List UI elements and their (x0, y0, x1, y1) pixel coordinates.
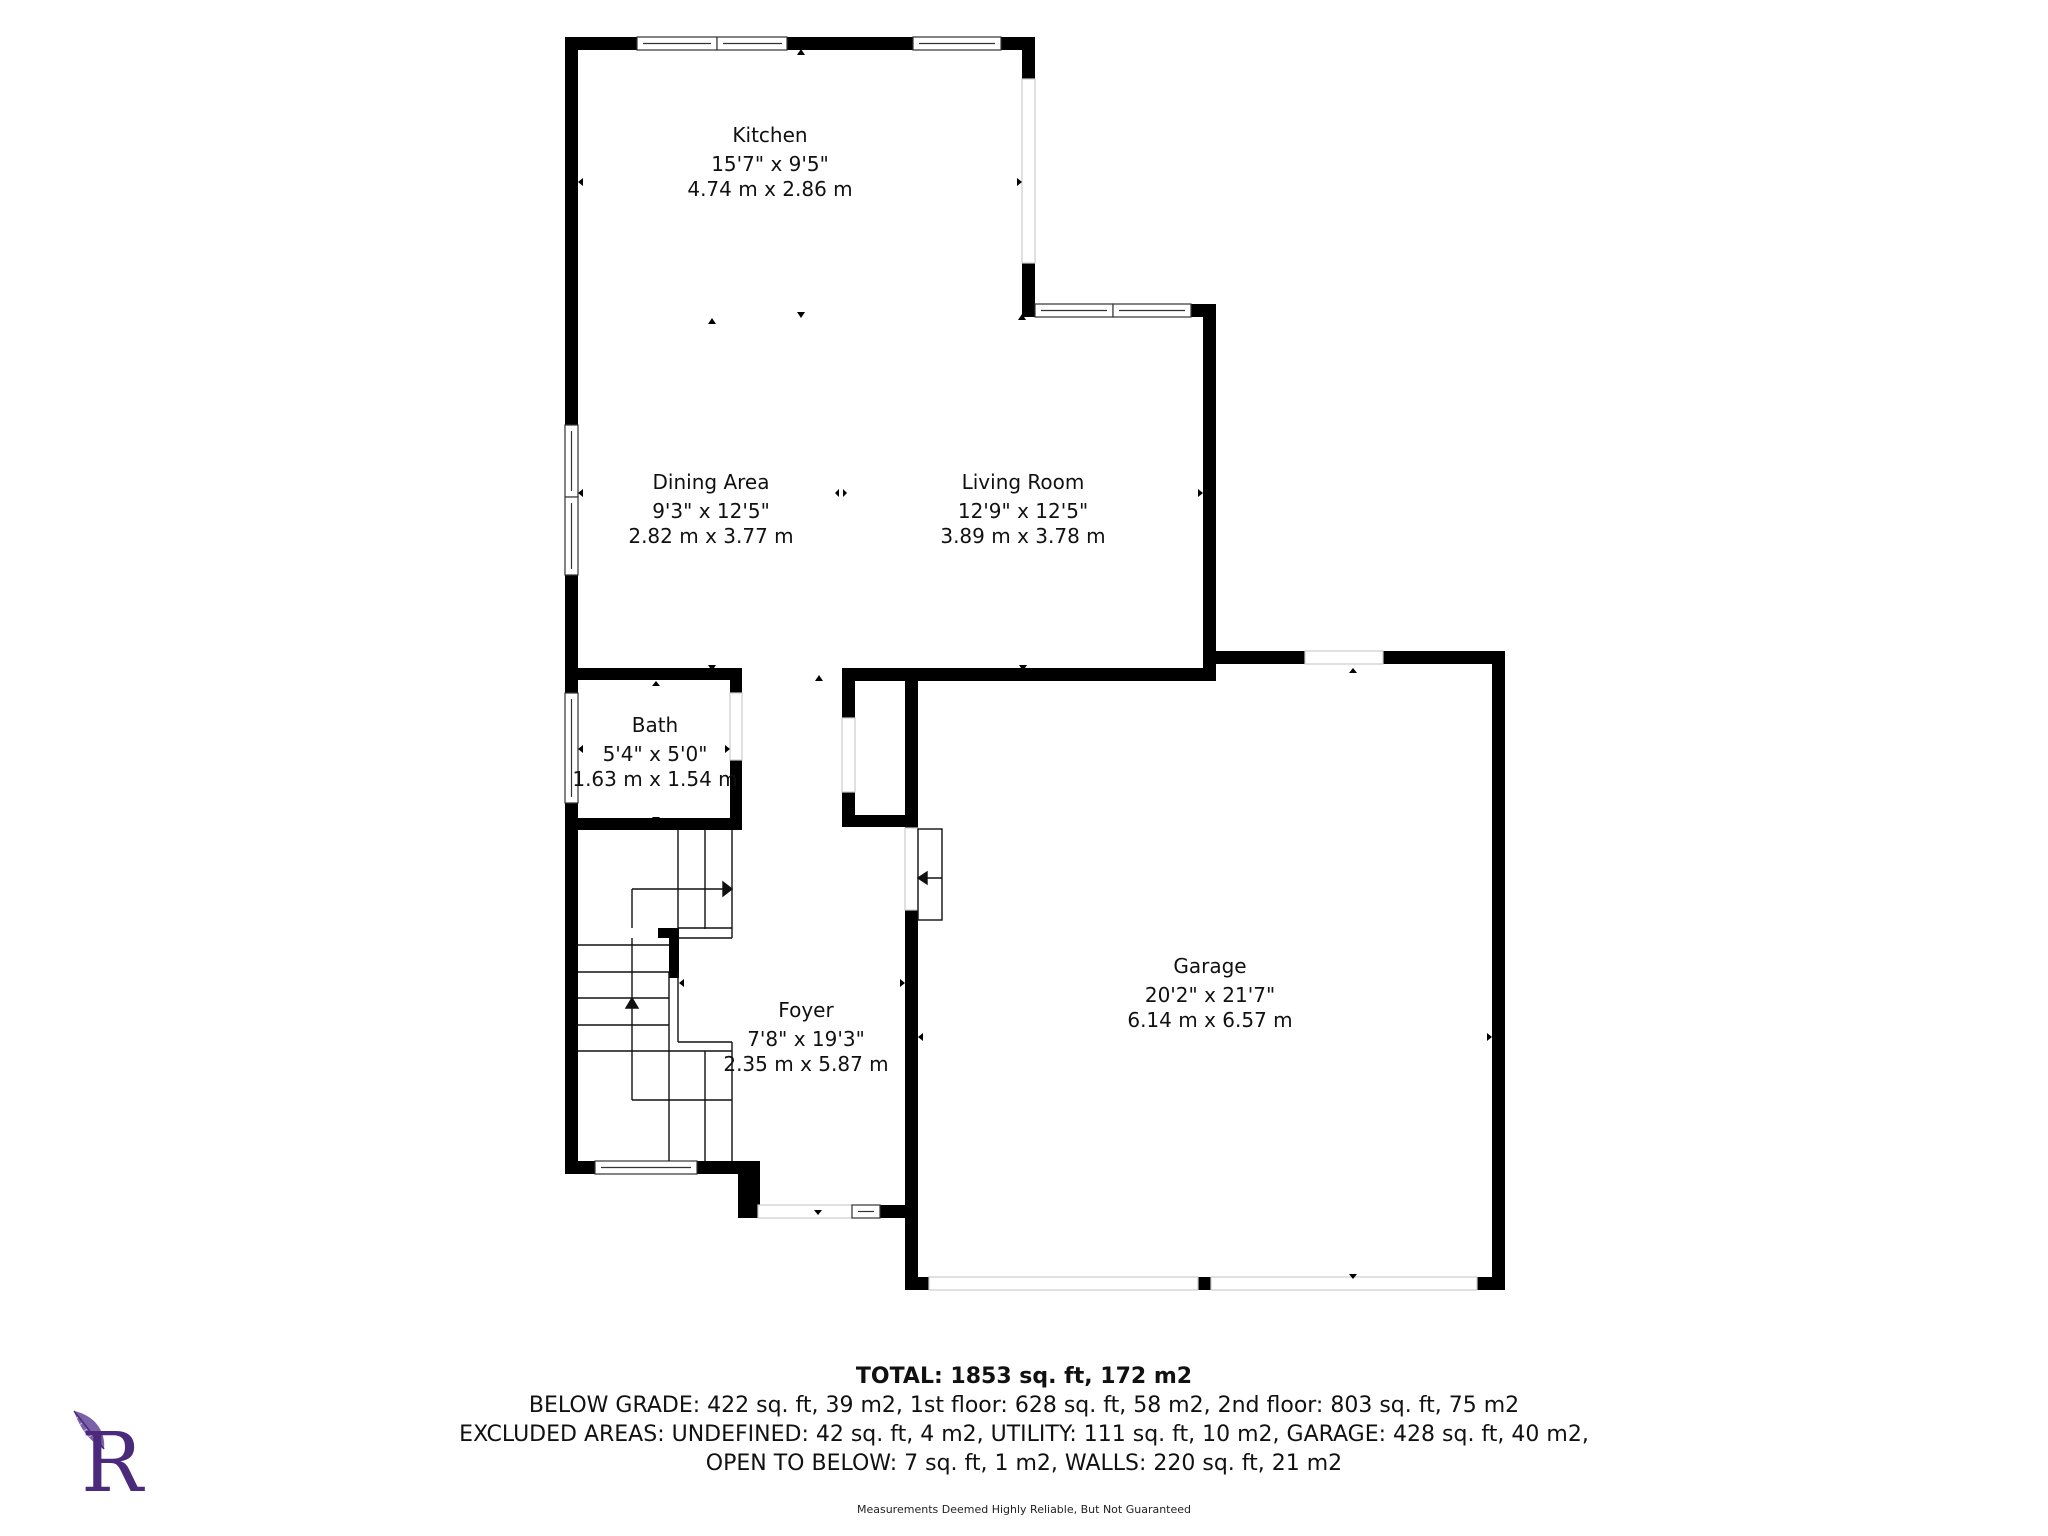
room-label-kitchen: Kitchen 15'7" x 9'5" 4.74 m x 2.86 m (687, 123, 852, 202)
room-dim-imperial: 15'7" x 9'5" (711, 152, 829, 176)
room-name: Kitchen (732, 123, 808, 147)
excluded-areas: EXCLUDED AREAS: UNDEFINED: 42 sq. ft, 4 … (459, 1422, 1589, 1447)
windows (564, 36, 1478, 1291)
room-dim-metric: 2.35 m x 5.87 m (723, 1052, 889, 1076)
room-label-garage: Garage 20'2" x 21'7" 6.14 m x 6.57 m (1127, 954, 1292, 1033)
room-label-foyer: Foyer 7'8" x 19'3" 2.35 m x 5.87 m (723, 998, 888, 1077)
room-dim-imperial: 9'3" x 12'5" (652, 499, 770, 523)
feather-icon (71, 1410, 105, 1450)
room-dim-metric: 1.63 m x 1.54 m (572, 767, 738, 791)
brand-logo: R (71, 1410, 145, 1501)
room-name: Dining Area (652, 470, 770, 494)
area-summary: TOTAL: 1853 sq. ft, 172 m2 BELOW GRADE: … (0, 1362, 2048, 1478)
room-label-bath: Bath 5'4" x 5'0" 1.63 m x 1.54 m (572, 713, 737, 792)
floor-breakdown: BELOW GRADE: 422 sq. ft, 39 m2, 1st floo… (528, 1393, 1520, 1418)
room-dim-metric: 6.14 m x 6.57 m (1127, 1008, 1293, 1032)
room-label-dining: Dining Area 9'3" x 12'5" 2.82 m x 3.77 m (628, 470, 793, 549)
room-dim-imperial: 20'2" x 21'7" (1144, 983, 1276, 1007)
room-name: Foyer (778, 998, 834, 1022)
room-dim-metric: 4.74 m x 2.86 m (687, 177, 853, 201)
room-dim-imperial: 7'8" x 19'3" (747, 1027, 865, 1051)
room-dim-imperial: 12'9" x 12'5" (957, 499, 1089, 523)
room-name: Garage (1173, 954, 1247, 978)
room-dim-metric: 2.82 m x 3.77 m (628, 524, 794, 548)
dimension-markers (578, 49, 1492, 1279)
stairs (578, 828, 943, 1161)
room-dim-metric: 3.89 m x 3.78 m (940, 524, 1106, 548)
room-label-living: Living Room 12'9" x 12'5" 3.89 m x 3.78 … (940, 470, 1105, 549)
disclaimer: Measurements Deemed Highly Reliable, But… (856, 1503, 1192, 1516)
room-name: Bath (631, 713, 679, 737)
total-area: TOTAL: 1853 sq. ft, 172 m2 (855, 1364, 1193, 1389)
logo-letter: R (81, 1416, 145, 1501)
room-dim-imperial: 5'4" x 5'0" (602, 742, 708, 766)
room-name: Living Room (961, 470, 1085, 494)
excluded-areas-continued: OPEN TO BELOW: 7 sq. ft, 1 m2, WALLS: 22… (705, 1451, 1343, 1476)
